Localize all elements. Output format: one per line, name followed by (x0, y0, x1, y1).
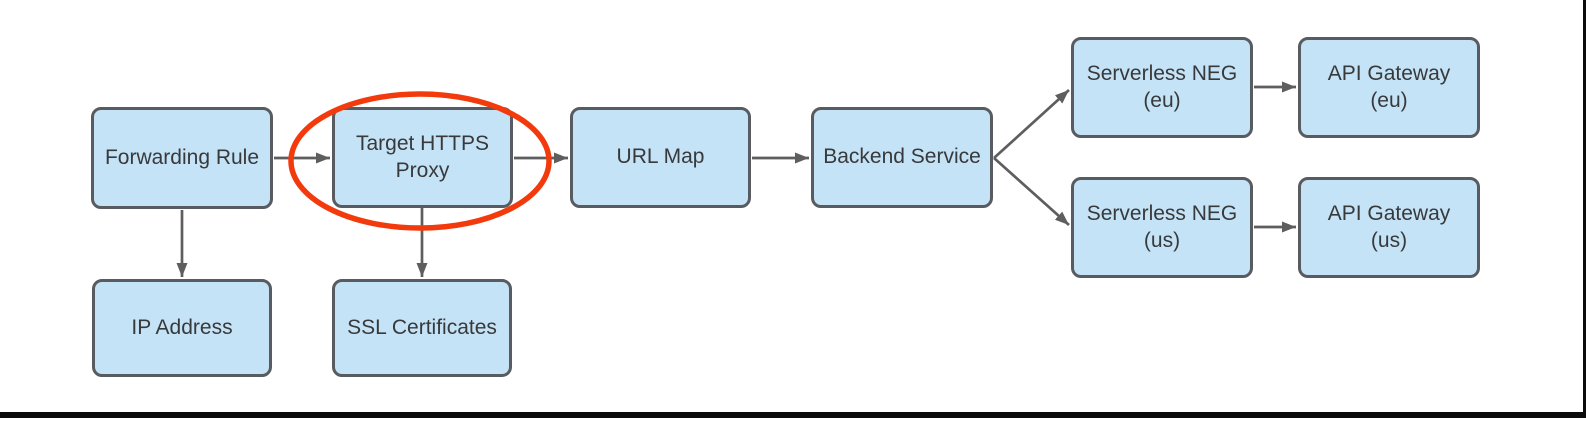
node-forwarding-rule-label: Forwarding Rule (104, 145, 260, 169)
node-serverless-neg-eu: Serverless NEG (eu) (1071, 37, 1253, 138)
node-serverless-neg-us-label: Serverless NEG (us) (1086, 202, 1238, 252)
node-ssl-certificates: SSL Certificates (332, 279, 512, 377)
frame-border-bottom (0, 412, 1586, 418)
node-ip-address-label: IP Address (131, 315, 233, 339)
node-api-gateway-eu: API Gateway (eu) (1298, 37, 1480, 138)
node-target-https-proxy: Target HTTPS Proxy (332, 107, 513, 208)
node-ssl-certificates-label: SSL Certificates (347, 315, 497, 339)
node-target-https-proxy-label: Target HTTPS Proxy (355, 132, 490, 182)
connector-backend-service-to-serverless-neg-eu (993, 88, 1070, 160)
node-url-map-label: URL Map (616, 145, 705, 169)
node-api-gateway-us-label: API Gateway (us) (1327, 202, 1451, 252)
node-forwarding-rule: Forwarding Rule (91, 107, 273, 209)
node-url-map: URL Map (570, 107, 751, 208)
node-backend-service-label: Backend Service (823, 145, 981, 169)
node-backend-service: Backend Service (811, 107, 993, 208)
node-serverless-neg-us: Serverless NEG (us) (1071, 177, 1253, 278)
node-api-gateway-eu-label: API Gateway (eu) (1327, 62, 1451, 112)
node-api-gateway-us: API Gateway (us) (1298, 177, 1480, 278)
node-serverless-neg-eu-label: Serverless NEG (eu) (1086, 62, 1238, 112)
connector-backend-service-to-serverless-neg-us (993, 156, 1070, 227)
node-ip-address: IP Address (92, 279, 272, 377)
frame-border-right (1583, 0, 1586, 418)
